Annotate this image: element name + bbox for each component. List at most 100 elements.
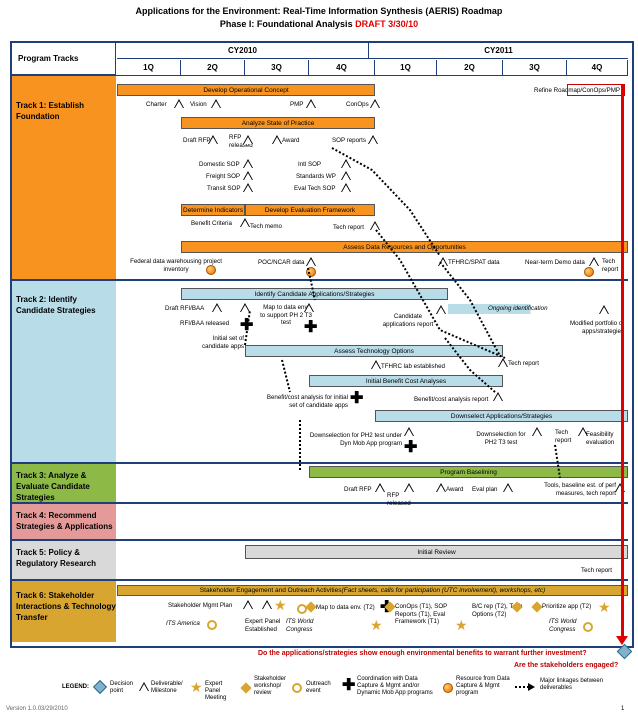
- label-tech-report-t1: Tech report: [602, 258, 619, 273]
- milestone-triangle-icon: [404, 483, 414, 492]
- subtitle-phase: Phase I: Foundational Analysis: [219, 19, 353, 29]
- milestone-triangle-icon: [174, 99, 184, 108]
- label-refine-roadmap: Refine Roadmap/ConOps/PMP: [534, 87, 620, 94]
- legend-milestone-icon: [139, 682, 149, 691]
- quarter-header: 3Q: [503, 60, 567, 75]
- roadmap-frame: [10, 41, 634, 648]
- outreach-ring-icon: [297, 604, 307, 614]
- page-title: Applications for the Environment: Real-T…: [135, 6, 503, 16]
- outreach-ring-icon: [583, 622, 593, 632]
- label-rfi-released: RFI/BAA released: [180, 320, 230, 327]
- label-bc-report: Benefit/cost analysis report: [414, 396, 489, 403]
- label-draft-rfi: Draft RFI/BAA: [165, 305, 205, 312]
- label-federal-data: Federal data warehousing project invento…: [130, 258, 222, 273]
- milestone-triangle-icon: [370, 99, 380, 108]
- outreach-ring-icon: [207, 620, 217, 630]
- label-near-term: Near-term Demo data: [525, 259, 585, 266]
- label-tech-report-t2b: Tech report: [555, 429, 572, 444]
- label-benefit-cost: Benefit/cost analysis for initial set of…: [266, 394, 348, 409]
- milestone-triangle-icon: [532, 427, 542, 436]
- refine-box: [567, 84, 625, 96]
- label-map-data: Map to data env. to support PH 2 T3 test: [260, 304, 312, 326]
- resource-dot-icon: [206, 265, 216, 275]
- label-its-america: ITS America: [166, 620, 200, 627]
- page-subtitle: Phase I: Foundational Analysis DRAFT 3/3…: [0, 19, 638, 29]
- bar-analyze-state-of-practice: Analyze State of Practice: [181, 117, 375, 129]
- label-draft-rfp: Draft RFP: [183, 137, 211, 144]
- linkage-line: [331, 147, 441, 257]
- track2-label-bg: [12, 281, 116, 462]
- year-header-2011: CY2011: [369, 43, 628, 59]
- linkage-line: [439, 261, 501, 357]
- linkage-line: [307, 267, 316, 301]
- label-vision: Vision: [190, 101, 207, 108]
- divider: [12, 539, 628, 541]
- milestone-triangle-icon: [211, 99, 221, 108]
- expert-panel-star-icon: ★: [370, 617, 383, 633]
- coordination-cross-icon: ✚: [304, 319, 318, 336]
- divider: [12, 462, 628, 464]
- linkage-line: [375, 229, 506, 359]
- divider: [12, 279, 628, 281]
- bar-stakeholder-italic: (Fact sheets, calls for participation (U…: [341, 587, 546, 594]
- expert-panel-star-icon: ★: [274, 597, 287, 613]
- quarter-divider: [12, 75, 628, 76]
- legend-deliverable: Deliverable/ Milestone: [151, 681, 183, 694]
- bar-assess-technology: Assess Technology Options: [245, 345, 503, 357]
- track6-label-bg: [12, 581, 116, 642]
- track1-label-bg: [12, 76, 116, 279]
- legend-expert: Expert Panel Meeting: [205, 681, 227, 701]
- decision-arrow-icon: [616, 636, 628, 645]
- question-stakeholders: Are the stakeholders engaged?: [514, 662, 619, 669]
- bar-initial-benefit: Initial Benefit Cost Analyses: [309, 375, 503, 387]
- milestone-triangle-icon: [589, 257, 599, 266]
- label-its-world2: ITS World Congress: [549, 618, 577, 633]
- milestone-triangle-icon: [503, 483, 513, 492]
- quarter-header: 4Q: [309, 60, 375, 75]
- label-freight-sop: Freight SOP: [206, 173, 241, 180]
- label-intl-sop: Intl SOP: [298, 161, 322, 168]
- page-number: 1: [621, 706, 625, 712]
- milestone-triangle-icon: [371, 360, 381, 369]
- coordination-cross-icon: ✚: [404, 439, 418, 456]
- track3-label: Track 3: Analyze & Evaluate Candidate St…: [16, 471, 90, 502]
- label-bc-rep: B/C rep (T2), Tech Options (T2): [472, 603, 523, 618]
- track2-label: Track 2: Identify Candidate Strategies: [16, 295, 96, 315]
- label-tfhrc-spat: TFHRC/SPAT data: [448, 259, 500, 266]
- label-award-t3: Award: [446, 486, 464, 493]
- label-rfp-released-t3: RFP released: [387, 492, 411, 507]
- milestone-triangle-icon: [243, 600, 253, 609]
- linkage-line: [281, 359, 291, 393]
- linkage-line: [444, 337, 496, 393]
- bar-downselect: Downselect Applications/Strategies: [375, 410, 628, 422]
- milestone-triangle-icon: [493, 392, 503, 401]
- milestone-triangle-icon: [212, 303, 222, 312]
- milestone-triangle-icon: [498, 358, 508, 367]
- label-downsel-t3: Downselection for PH2 T3 test: [476, 431, 526, 446]
- track4-label: Track 4: Recommend Strategies & Applicat…: [16, 511, 113, 531]
- label-conops: ConOps: [346, 101, 369, 108]
- milestone-triangle-icon: [341, 171, 351, 180]
- bar-determine-indicators: Determine Indicators: [181, 204, 245, 216]
- track4-label-bg: [12, 504, 116, 539]
- milestone-triangle-icon: [578, 427, 588, 436]
- legend-linkage-icon: [515, 683, 535, 691]
- expert-panel-star-icon: ★: [455, 617, 468, 633]
- resource-dot-icon: [306, 267, 316, 277]
- quarter-header: 2Q: [437, 60, 503, 75]
- track5-label: Track 5: Policy & Regulatory Research: [16, 548, 97, 568]
- milestone-triangle-icon: [240, 303, 250, 312]
- divider: [12, 579, 628, 581]
- label-rfp-released: RFP released: [229, 134, 253, 149]
- legend-title: LEGEND:: [62, 684, 89, 690]
- label-transit-sop: Transit SOP: [207, 185, 241, 192]
- label-mgmt-plan: Stakeholder Mgmt Plan: [168, 602, 233, 609]
- label-tools: Tools, baseline est. of perf measures, t…: [544, 482, 616, 497]
- bar-assess-data-resources: Assess Data Resources and Opportunities: [181, 241, 628, 253]
- expert-panel-star-icon: ★: [598, 599, 611, 615]
- milestone-triangle-icon: [306, 99, 316, 108]
- quarter-header: 3Q: [245, 60, 309, 75]
- milestone-triangle-icon: [243, 159, 253, 168]
- quarter-header: 4Q: [567, 60, 628, 75]
- legend-workshop: Stakeholder workshop/ review: [254, 676, 287, 696]
